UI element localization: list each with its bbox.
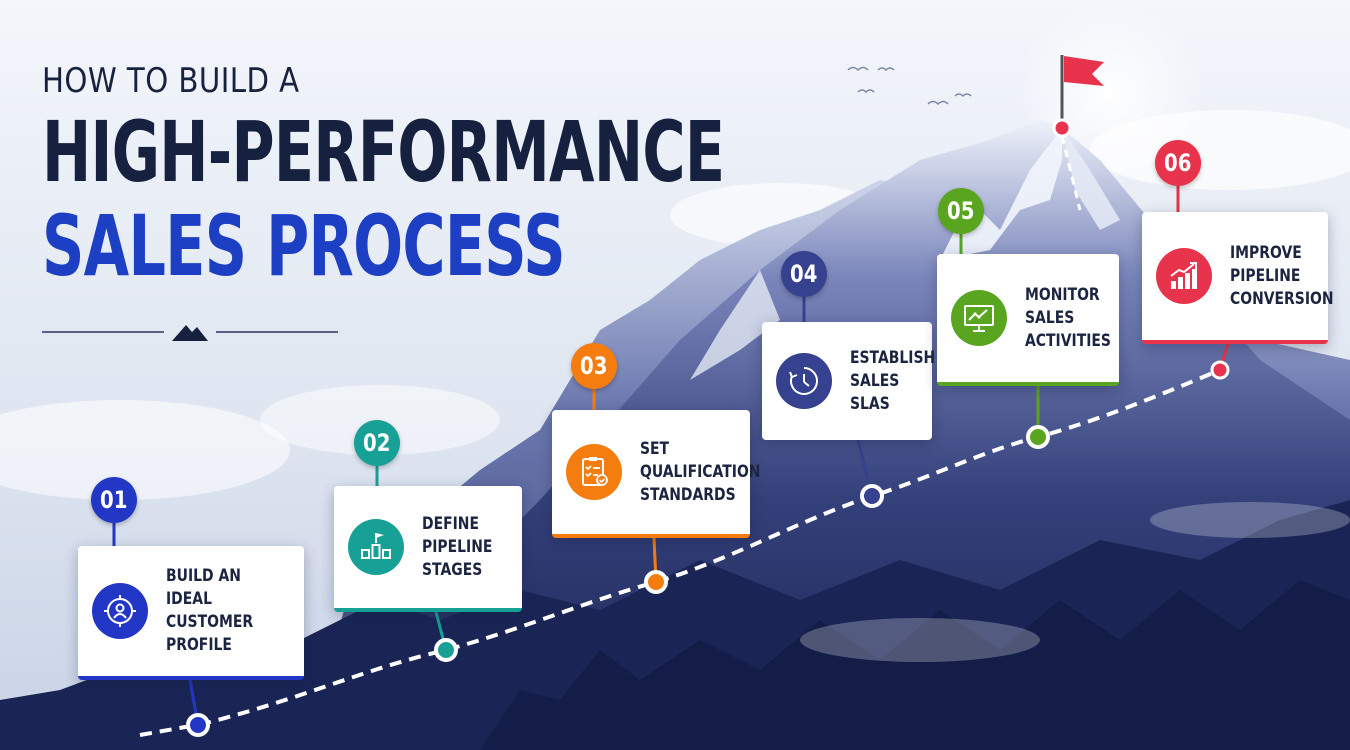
checklist-icon	[566, 444, 622, 500]
step-1-label: BUILD AN IDEAL CUSTOMER PROFILE	[166, 566, 254, 655]
step-3-number-badge: 03	[571, 343, 617, 389]
step-5-number-badge: 05	[938, 188, 984, 234]
step-6-card: IMPROVE PIPELINE CONVERSION	[1142, 212, 1334, 344]
step-6-number-badge: 06	[1155, 140, 1201, 186]
pipeline-stages-icon	[348, 519, 404, 575]
step-2-number-badge: 02	[354, 420, 400, 466]
step-6-label: IMPROVE PIPELINE CONVERSION	[1230, 242, 1334, 309]
target-user-icon	[92, 583, 148, 639]
step-2-card: DEFINE PIPELINE STAGES	[334, 486, 522, 612]
step-1-number-badge: 01	[91, 477, 137, 523]
step-4-card: ESTABLISH SALES SLAS	[762, 322, 936, 440]
step-5-card: MONITOR SALES ACTIVITIES	[937, 254, 1119, 386]
title-line-2: HIGH-PERFORMANCE	[42, 103, 725, 201]
step-4-label: ESTABLISH SALES SLAS	[850, 347, 936, 414]
title-line-3: SALES PROCESS	[42, 197, 566, 295]
growth-chart-icon	[1156, 248, 1212, 304]
step-1-card: BUILD AN IDEAL CUSTOMER PROFILE	[78, 546, 304, 680]
step-5-label: MONITOR SALES ACTIVITIES	[1025, 284, 1111, 351]
mountain-divider-icon	[42, 325, 338, 341]
step-3-card: SET QUALIFICATION STANDARDS	[552, 410, 760, 538]
title-line-1: HOW TO BUILD A	[42, 61, 300, 101]
step-2-label: DEFINE PIPELINE STAGES	[422, 513, 493, 580]
step-4-number-badge: 04	[781, 251, 827, 297]
step-3-label: SET QUALIFICATION STANDARDS	[640, 438, 761, 505]
monitor-chart-icon	[951, 290, 1007, 346]
clock-icon	[776, 353, 832, 409]
